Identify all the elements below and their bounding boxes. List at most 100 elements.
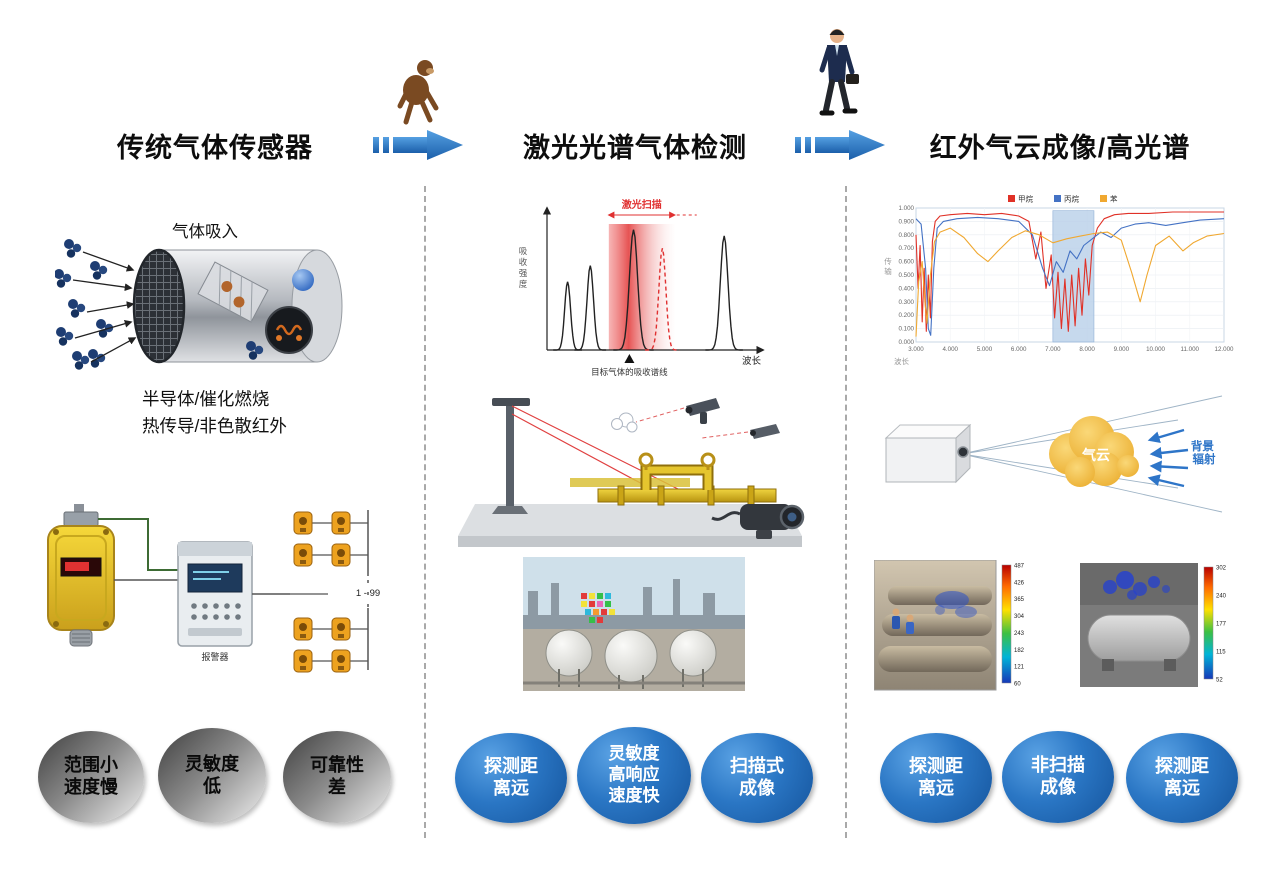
plant-silhouette	[523, 579, 745, 629]
svg-text:243: 243	[1014, 631, 1025, 637]
svg-text:波长: 波长	[742, 355, 762, 367]
svg-text:0.100: 0.100	[899, 326, 915, 333]
limitation-badge: 灵敏度 低	[158, 728, 266, 823]
svg-text:强: 强	[519, 268, 528, 278]
refinery-photo-illustration	[523, 557, 745, 691]
advantage-badge: 探测距 离远	[1126, 733, 1238, 823]
gas-cloud-icon: 气云	[1049, 416, 1139, 487]
svg-text:1.000: 1.000	[899, 205, 915, 212]
laser-mast	[492, 398, 530, 514]
svg-text:目标气体的吸收谱线: 目标气体的吸收谱线	[591, 367, 668, 377]
background-radiation-arrows	[1147, 428, 1189, 488]
laser-detection-scene	[458, 398, 805, 547]
svg-text:甲烷: 甲烷	[1018, 194, 1034, 204]
advantage-badge: 探测距 离远	[455, 733, 567, 823]
gas-cloud-imaging-diagram: 气云 背景 辐射	[884, 395, 1223, 513]
advantage-badge: 扫描式 成像	[701, 733, 813, 823]
radiation-label: 背景 辐射	[1191, 439, 1217, 466]
detector-network: 1 - 99	[290, 510, 380, 673]
worker-figures	[892, 608, 914, 634]
svg-text:60: 60	[1014, 682, 1021, 688]
svg-text:4.000: 4.000	[942, 346, 958, 353]
svg-text:0.800: 0.800	[899, 232, 915, 239]
gas-molecules-icon	[55, 239, 114, 370]
svg-text:11.000: 11.000	[1181, 346, 1200, 353]
storage-spheres	[545, 629, 717, 683]
transmission-spectra-chart: 1.000 0.900 0.800 0.700 0.600 0.500 0.400 0.300…	[884, 194, 1234, 367]
advantage-badge: 探测距 离远	[880, 733, 992, 823]
svg-text:115: 115	[1216, 650, 1226, 656]
svg-text:177: 177	[1216, 622, 1227, 628]
storage-tank	[1087, 614, 1191, 662]
svg-text:302: 302	[1216, 566, 1227, 572]
svg-text:487: 487	[1014, 564, 1025, 570]
svg-text:6.000: 6.000	[1011, 346, 1027, 353]
limitation-badge: 范围小 速度慢	[38, 731, 144, 823]
imager-box-icon	[884, 423, 972, 484]
svg-text:度: 度	[519, 279, 528, 289]
ir-camera-icon	[711, 504, 805, 539]
yellow-pipes	[570, 452, 777, 506]
svg-text:3.000: 3.000	[908, 346, 924, 353]
svg-text:240: 240	[1216, 594, 1227, 600]
businessman-icon	[819, 29, 859, 116]
svg-text:输: 输	[884, 266, 892, 276]
svg-text:12.000: 12.000	[1215, 346, 1234, 353]
svg-text:304: 304	[1014, 614, 1025, 620]
svg-text:121: 121	[1014, 665, 1025, 671]
svg-text:0.900: 0.900	[899, 218, 915, 225]
cloud-label: 气云	[1081, 447, 1110, 463]
catalytic-element	[197, 261, 269, 323]
svg-text:5.000: 5.000	[977, 346, 993, 353]
intake-arrows	[72, 251, 137, 363]
svg-text:182: 182	[1014, 648, 1025, 654]
svg-text:丙烷: 丙烷	[1064, 194, 1080, 204]
sensor-cutaway-illustration	[55, 239, 343, 370]
detector-system-illustration: 报警器 1 - 99	[47, 504, 380, 673]
svg-text:0.500: 0.500	[899, 272, 915, 279]
svg-text:收: 收	[519, 257, 528, 267]
svg-text:10.000: 10.000	[1146, 346, 1165, 353]
svg-text:0.400: 0.400	[899, 285, 915, 292]
column-divider	[424, 186, 426, 838]
svg-text:吸: 吸	[519, 246, 528, 256]
svg-text:0.300: 0.300	[899, 299, 915, 306]
fixed-gas-detector	[47, 504, 115, 647]
remote-detector-icon	[293, 511, 351, 673]
gas-puff-icon	[611, 412, 638, 433]
sensor-mesh-cap	[132, 248, 186, 364]
limitation-badge: 可靠性 差	[283, 731, 391, 823]
column-title-traditional: 传统气体传感器	[117, 133, 313, 163]
handheld-detector-icon	[685, 398, 720, 424]
monkey-icon	[397, 60, 439, 125]
gas-intake-label: 气体吸入	[172, 223, 238, 241]
svg-text:苯: 苯	[1110, 194, 1118, 204]
column-title-infrared: 红外气云成像/高光谱	[929, 133, 1191, 163]
sensor-bead	[292, 269, 314, 291]
gas-plume-overlay	[1103, 571, 1170, 600]
gas-plume-overlay	[935, 591, 977, 618]
svg-text:9.000: 9.000	[1114, 346, 1130, 353]
filament-window	[265, 306, 313, 354]
gas-overlay-pixels	[581, 593, 615, 623]
svg-text:0.000: 0.000	[899, 339, 915, 346]
sensor-type-caption: 半导体/催化燃烧 热传导/非色散红外	[142, 389, 287, 436]
column-divider	[845, 186, 847, 838]
svg-text:0.700: 0.700	[899, 245, 915, 252]
svg-text:激光扫描: 激光扫描	[622, 198, 662, 211]
advantage-badge: 灵敏度 高响应 速度快	[577, 727, 691, 824]
handheld-detector-icon	[750, 424, 780, 439]
detector-count-label: 1 - 99	[356, 588, 380, 599]
svg-text:52: 52	[1216, 678, 1223, 684]
svg-text:波长: 波长	[894, 356, 909, 366]
arrow-right-icon	[795, 130, 885, 160]
svg-text:365: 365	[1014, 597, 1025, 603]
svg-text:0.600: 0.600	[899, 259, 915, 266]
column-title-laser: 激光光谱气体检测	[523, 133, 747, 163]
svg-text:0.200: 0.200	[899, 312, 915, 319]
thermal-image-tank: 302 240 177 115 52	[1080, 563, 1227, 687]
arrow-right-icon	[373, 130, 463, 160]
